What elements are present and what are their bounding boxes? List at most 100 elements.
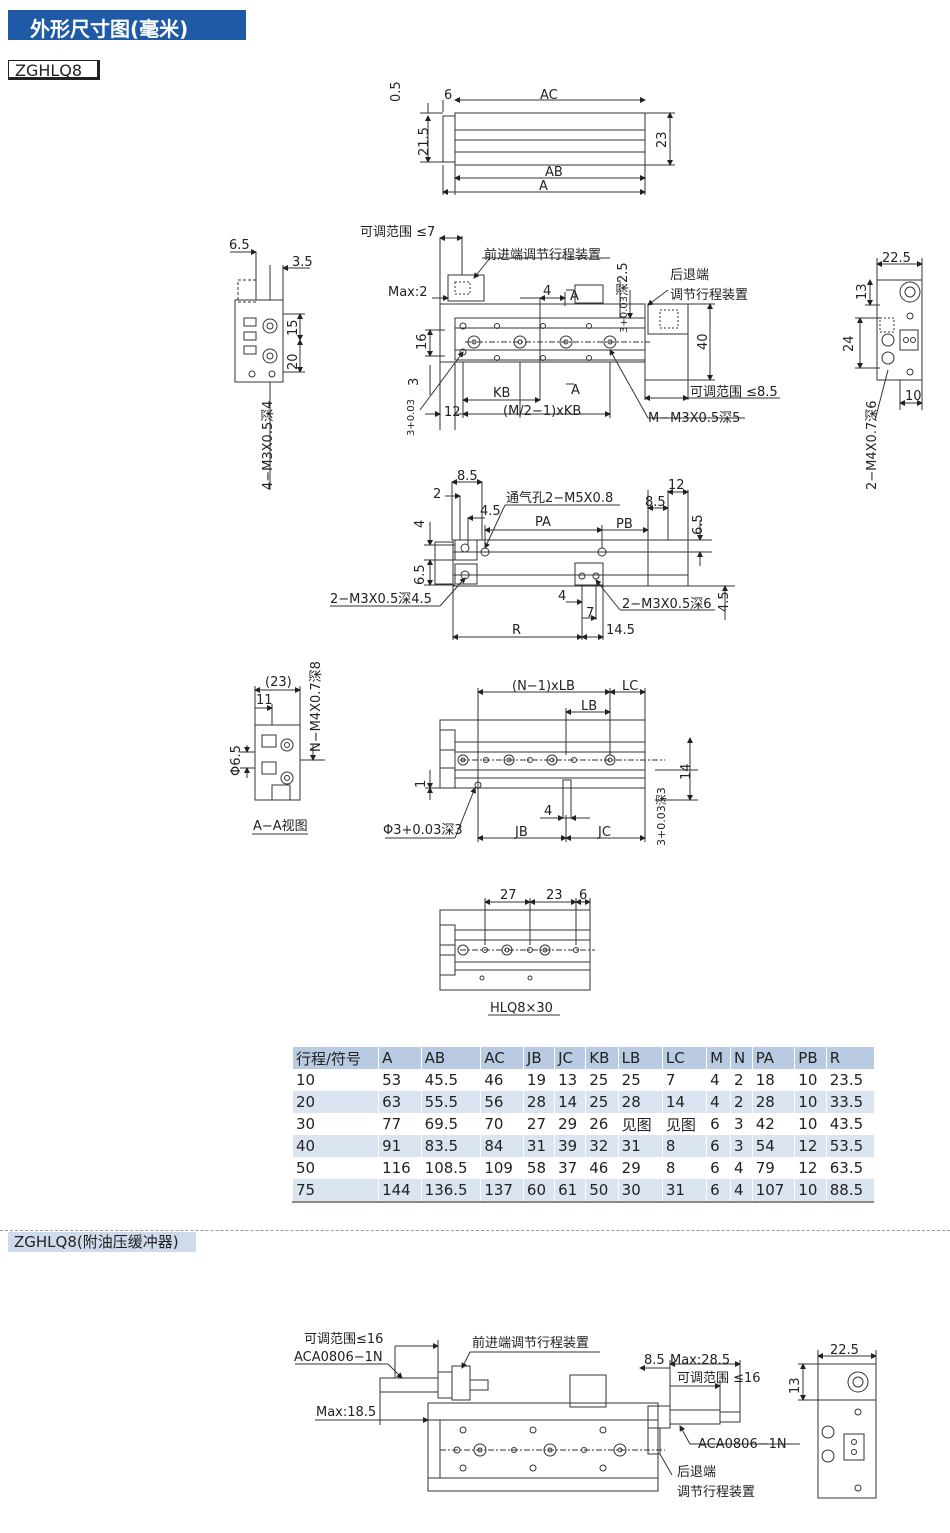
section-thread-label: N−M4X0.7深8 [309, 661, 324, 752]
table-cell: 25 [617, 1069, 663, 1091]
table-cell: 4 [729, 1157, 753, 1179]
s2-aca-1: ACA0806−1N [294, 1350, 383, 1365]
col-header: KB [585, 1047, 619, 1069]
dim-lc: LC [622, 679, 638, 694]
dim-1: 1 [414, 780, 429, 788]
section-view [240, 686, 325, 835]
table-cell: 10 [794, 1069, 827, 1091]
table-cell: 见图 [661, 1113, 707, 1135]
table-cell: 3 [729, 1113, 753, 1135]
dim-6-5-right: 6.5 [691, 514, 706, 535]
s2-rear-1: 后退端 [677, 1465, 716, 1480]
left-thread-label: 4−M3X0.5深4 [261, 400, 276, 490]
section2-drawing [295, 1340, 877, 1499]
table-row: 75 144 136.5 137 60 61 50 30 31 6 4 107 … [291, 1179, 874, 1203]
table-cell: 10 [794, 1113, 827, 1135]
table-cell: 45.5 [420, 1069, 481, 1091]
table-cell: 6 [706, 1179, 731, 1203]
table-cell: 56 [480, 1091, 524, 1113]
dim-phi-6-5: Φ6.5 [229, 745, 244, 776]
table-cell: 39 [554, 1135, 586, 1157]
table-cell: 6 [706, 1113, 731, 1135]
table-cell: 137 [480, 1179, 524, 1203]
table-cell: 28 [751, 1091, 795, 1113]
table-cell: 10 [291, 1069, 379, 1091]
table-cell: 25 [585, 1091, 619, 1113]
table-cell: 75 [291, 1179, 379, 1203]
table-cell: 30 [291, 1113, 379, 1135]
table-cell: 29 [617, 1157, 663, 1179]
table-cell: 7 [661, 1069, 707, 1091]
dim-2: 2 [433, 487, 441, 502]
dim-15: 15 [286, 319, 301, 336]
s2-rear-2: 调节行程装置 [677, 1485, 755, 1500]
table-cell: 88.5 [825, 1179, 874, 1203]
dim-6-5: 6.5 [229, 238, 250, 253]
dim-40: 40 [696, 333, 711, 350]
table-cell: 30 [617, 1179, 663, 1203]
table-cell: 91 [378, 1135, 422, 1157]
col-header: LC [661, 1047, 707, 1069]
dim-27: 27 [500, 888, 517, 903]
rear-adjust-2: 调节行程装置 [670, 288, 748, 303]
table-cell: 31 [617, 1135, 663, 1157]
thread-4-5-label: 2−M3X0.5深4.5 [330, 592, 432, 607]
table-cell: 58 [522, 1157, 555, 1179]
table-cell: 4 [706, 1091, 731, 1113]
table-cell: 13 [554, 1069, 586, 1091]
table-row: 50 116 108.5 109 58 37 46 29 8 6 4 79 12… [291, 1157, 874, 1179]
special-caption: HLQ8×30 [490, 1001, 553, 1016]
s2-adjust-16b: 可调范围 ≤16 [677, 1371, 761, 1386]
tolerance-main: 3+0.03 [619, 296, 630, 333]
col-header: N [729, 1047, 753, 1069]
table-cell: 4 [729, 1179, 753, 1203]
dim-22-5: 22.5 [882, 251, 911, 266]
table-cell: 53.5 [825, 1135, 874, 1157]
spec-table-header: 行程/符号 A AB AC JB JC KB LB LC M N PA PB R [291, 1047, 874, 1069]
table-cell: 14 [661, 1091, 707, 1113]
bottom-view [330, 479, 735, 640]
top-view [420, 97, 675, 195]
dim-4-5b: 4.5 [717, 591, 732, 612]
s2-dim-22-5: 22.5 [830, 1343, 859, 1358]
s2-max-18-5: Max:18.5 [316, 1405, 376, 1420]
dim-24: 24 [842, 335, 857, 352]
section-a-top: A [570, 289, 579, 304]
table-cell: 2 [729, 1069, 753, 1091]
adjust-range-8-5: 可调范围 ≤8.5 [690, 385, 778, 400]
col-header: JB [522, 1047, 555, 1069]
left-side-view [230, 249, 310, 490]
max-2-label: Max:2 [388, 285, 428, 300]
table-cell: 79 [751, 1157, 795, 1179]
dim-20: 20 [286, 353, 301, 370]
col-header: A [378, 1047, 422, 1069]
dim-a: A [539, 179, 548, 194]
dim-4-bottom: 4 [413, 520, 428, 528]
s2-dim-13: 13 [788, 1377, 803, 1394]
thread-6-label: 2−M3X0.5深6 [622, 597, 712, 612]
tolerance-main-2: 3+0.03 [406, 399, 417, 436]
dim-pb: PB [616, 517, 633, 532]
dim-3-5: 3.5 [292, 255, 313, 270]
deep-3-label: 3+0.03深3 [655, 787, 668, 846]
spec-table: 行程/符号 A AB AC JB JC KB LB LC M N PA PB R… [291, 1047, 874, 1203]
table-cell: 33.5 [825, 1091, 874, 1113]
deep-2-5: 深2.5 [616, 262, 631, 296]
table-cell: 6 [706, 1157, 731, 1179]
model-tag: ZGHLQ8 [8, 60, 100, 80]
table-cell: 31 [522, 1135, 555, 1157]
col-header: AC [480, 1047, 524, 1069]
section-caption: A−A视图 [253, 819, 308, 834]
m-thread-label: M−M3X0.5深5 [648, 411, 740, 426]
section2-title: ZGHLQ8(附油压缓冲器) [8, 1232, 196, 1252]
table-cell: 46 [585, 1157, 619, 1179]
table-cell: 19 [522, 1069, 555, 1091]
table-cell: 107 [751, 1179, 795, 1203]
table-cell: 25 [585, 1069, 619, 1091]
table-cell: 6 [706, 1135, 731, 1157]
dim-3: 3 [407, 378, 422, 386]
adjust-range-7: 可调范围 ≤7 [360, 225, 435, 240]
col-header: PA [751, 1047, 795, 1069]
table-row: 20 63 55.5 56 28 14 25 28 14 4 2 28 10 3… [291, 1091, 874, 1113]
s2-dim-8-5: 8.5 [644, 1353, 665, 1368]
